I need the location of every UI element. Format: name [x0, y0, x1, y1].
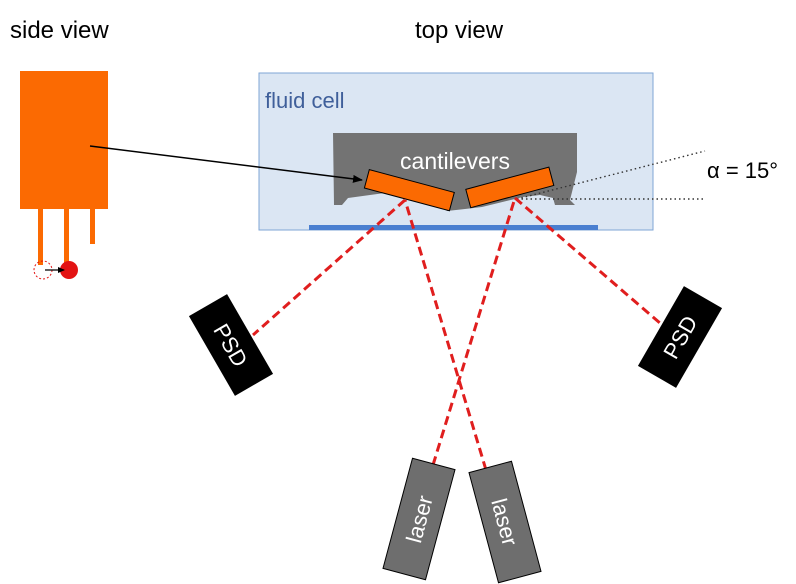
cantilever-left: [363, 169, 455, 212]
beam-right-cantilever-to-right-psd: [514, 196, 669, 332]
psd-left: PSD: [188, 294, 274, 396]
psd-right-body: [637, 286, 723, 388]
laser-beams: [252, 196, 669, 471]
beam-left-laser-to-right-cantilever: [431, 197, 517, 466]
laser-right-body: [468, 460, 542, 584]
tip-deflected-position-circle: [60, 261, 78, 279]
side-view-lever-2: [64, 208, 69, 267]
side-view-lever-3: [90, 208, 95, 244]
side-view-title: side view: [10, 17, 109, 44]
laser-left: laser: [382, 457, 456, 581]
beam-left-cantilever-to-left-psd: [252, 198, 406, 337]
substrate: [309, 225, 598, 230]
side-view-chip-body: [20, 71, 108, 209]
laser-left-body: [382, 457, 456, 581]
top-view-title: top view: [415, 17, 504, 44]
psd-right: PSD: [637, 286, 723, 388]
fluid-cell-label: fluid cell: [265, 88, 344, 113]
side-view-chip: [20, 71, 108, 280]
angle-label: α = 15°: [707, 158, 778, 183]
psd-left-body: [188, 294, 274, 396]
side-to-top-view-arrow: [89, 145, 363, 183]
beam-right-laser-to-left-cantilever: [403, 199, 488, 471]
side-view-lever-1: [38, 208, 43, 265]
cantilevers-label: cantilevers: [400, 148, 510, 174]
laser-right: laser: [468, 460, 542, 584]
angle-line-tilted: [516, 150, 706, 200]
cantilever-right: [465, 166, 555, 209]
